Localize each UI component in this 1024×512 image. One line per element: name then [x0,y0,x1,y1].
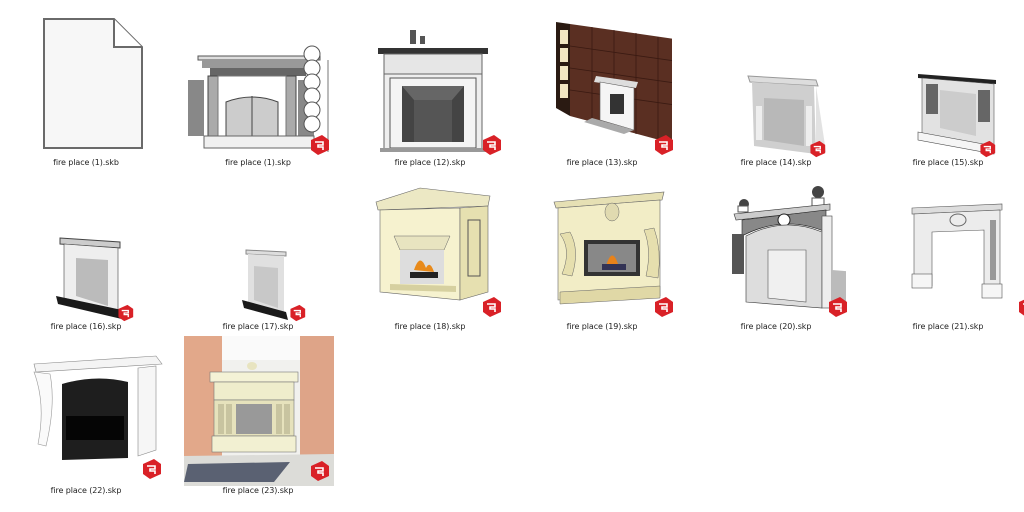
fireplace-thumbnail [706,16,846,156]
file-item[interactable]: fire place (21).skp [868,180,1024,340]
file-item[interactable]: fire place (19).skp [522,180,682,340]
blank-document-icon [16,16,156,156]
file-name: fire place (12).skp [394,158,466,167]
file-name: fire place (22).skp [50,486,122,495]
sketchup-icon [288,304,308,324]
sketchup-icon [1016,296,1024,316]
sketchup-icon [480,296,501,317]
file-name: fire place (15).skp [912,158,984,167]
file-item[interactable]: fire place (1).skp [178,16,338,176]
fireplace-thumbnail [360,16,500,156]
file-item[interactable]: fire place (13).skp [522,16,682,176]
sketchup-icon [652,134,673,155]
fireplace-room-thumbnail [184,336,334,486]
fireplace-thumbnail [360,180,500,320]
sketchup-icon [480,134,501,155]
sketchup-icon [116,304,136,324]
file-name: fire place (16).skp [50,322,122,331]
sketchup-icon [978,140,998,160]
fireplace-thumbnail [16,344,163,484]
file-item[interactable]: fire place (22).skp [6,344,166,504]
file-item[interactable]: fire place (23).skp [178,336,338,496]
file-name: fire place (23).skp [222,486,294,495]
file-item[interactable]: fire place (14).skp [696,16,856,176]
sketchup-icon [808,140,828,160]
fireplace-thumbnail [188,16,329,156]
file-item[interactable]: fire place (12).skp [350,16,510,176]
file-name: fire place (14).skp [740,158,812,167]
sketchup-icon [140,458,161,479]
file-item[interactable]: fire place (18).skp [350,180,510,340]
file-item[interactable]: fire place (20).skp [696,180,856,340]
file-name: fire place (1).skb [53,158,119,167]
file-name: fire place (18).skp [394,322,466,331]
file-name: fire place (17).skp [222,322,294,331]
sketchup-icon [308,460,329,481]
file-item[interactable]: fire place (1).skb [6,16,166,176]
sketchup-icon [826,296,847,317]
file-item[interactable]: fire place (15).skp [868,16,1024,176]
file-item[interactable]: fire place (17).skp [178,180,338,340]
fireplace-thumbnail [188,180,328,320]
file-name: fire place (20).skp [740,322,812,331]
file-name: fire place (1).skp [225,158,291,167]
file-name: fire place (21).skp [912,322,984,331]
fireplace-thumbnail [706,180,846,320]
fireplace-thumbnail [532,16,672,156]
fireplace-thumbnail [878,180,1018,320]
sketchup-icon [308,134,329,155]
file-name: fire place (13).skp [566,158,638,167]
file-name: fire place (19).skp [566,322,638,331]
fireplace-thumbnail [878,16,1018,156]
fireplace-thumbnail [532,180,672,320]
sketchup-icon [652,296,673,317]
file-item[interactable]: fire place (16).skp [6,180,166,340]
fireplace-thumbnail [16,180,156,320]
